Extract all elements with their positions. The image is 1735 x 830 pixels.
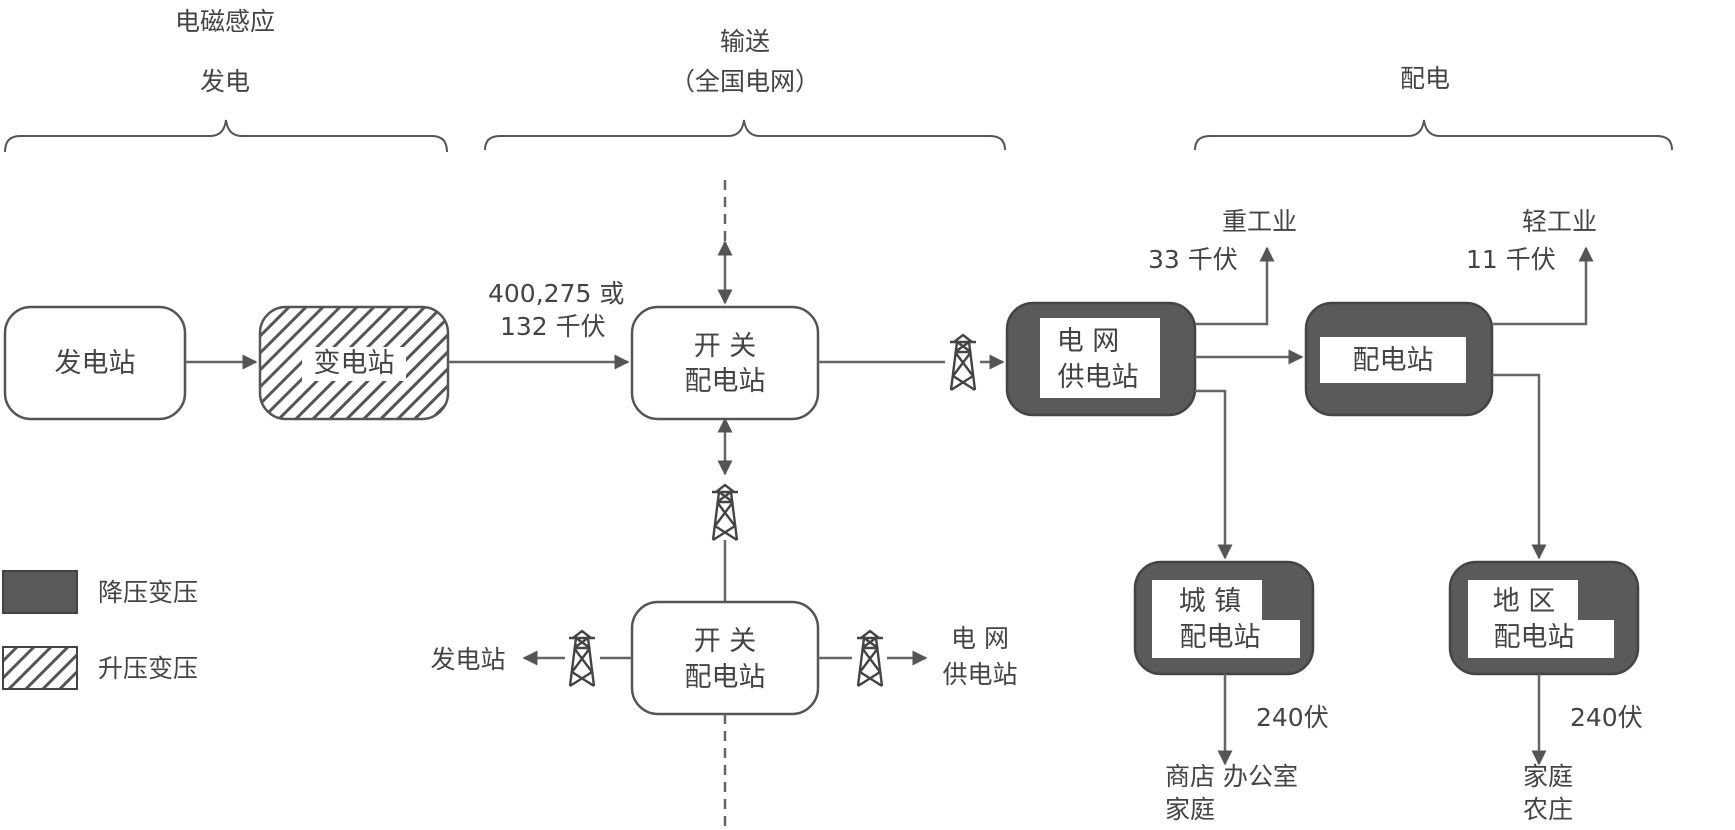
generation-brace: [4, 119, 448, 153]
right-grid-line1: 电 网: [951, 624, 1009, 653]
grid-station-label-bg: [1040, 318, 1160, 398]
switching-top-line2: 配电站: [685, 366, 766, 397]
town-consumers-line2: 家庭: [1165, 795, 1215, 824]
distribution-brace: [1194, 119, 1673, 151]
vertical-tower-icon: [710, 483, 740, 542]
area-label-bg: [1468, 580, 1578, 658]
town-voltage-label: 240伏: [1256, 703, 1329, 732]
heavy-industry-label: 重工业: [1222, 207, 1297, 236]
arrow-light-industry: [1492, 246, 1594, 326]
area-label-bg-2: [1576, 620, 1614, 658]
grid-station-line2: 供电站: [1058, 362, 1139, 393]
substation-label-bg: [302, 347, 406, 381]
switching-bottom-line2: 配电站: [685, 662, 766, 693]
legend-step-up-swatch: [2, 646, 78, 690]
substation-label: 变电站: [314, 348, 395, 379]
heavy-voltage-label: 33 千伏: [1148, 245, 1238, 274]
legend-step-down-label: 降压变压: [98, 578, 198, 607]
legend-step-up-label: 升压变压: [98, 654, 198, 683]
stage-generation: 发电: [200, 67, 250, 96]
stage-transmission: 输送: [720, 27, 770, 56]
transmission-voltage-2: 132 千伏: [500, 312, 606, 341]
area-voltage-label: 240伏: [1570, 703, 1643, 732]
town-station-line2: 配电站: [1180, 622, 1261, 653]
stage-generation-top: 电磁感应: [175, 7, 275, 36]
power-station-label: 发电站: [55, 348, 136, 379]
light-industry-label: 轻工业: [1522, 207, 1597, 236]
right-grid-line2: 供电站: [942, 660, 1017, 689]
area-consumers-line1: 家庭: [1523, 762, 1573, 791]
arrow-grid-to-town: [1195, 389, 1233, 560]
switching-station-top-box: [630, 305, 820, 421]
switching-station-bottom-box: [630, 600, 820, 716]
transmission-voltage-1: 400,275 或: [488, 279, 624, 308]
area-station-line2: 配电站: [1494, 622, 1575, 653]
transmission-tower-icon: [948, 333, 978, 392]
legend-step-down-swatch: [2, 570, 78, 614]
town-label-bg: [1152, 580, 1262, 658]
grid-station-line1: 电 网: [1057, 326, 1120, 357]
switching-bottom-line1: 开 关: [694, 626, 757, 657]
right-tower-icon: [855, 629, 885, 688]
stage-distribution: 配电: [1400, 64, 1450, 93]
distribution-station-label: 配电站: [1353, 345, 1434, 376]
switching-top-line1: 开 关: [694, 331, 757, 362]
light-voltage-label: 11 千伏: [1466, 245, 1556, 274]
left-power-station-label: 发电站: [430, 645, 505, 674]
stage-transmission-sub: （全国电网）: [670, 67, 820, 96]
left-tower-icon: [567, 629, 597, 688]
town-consumers-line1: 商店 办公室: [1165, 762, 1298, 791]
arrow-heavy-industry: [1195, 246, 1275, 326]
area-station-line1: 地 区: [1493, 586, 1556, 617]
distribution-label-bg: [1320, 337, 1466, 383]
transmission-brace: [484, 119, 1006, 151]
arrow-distribution-to-area: [1492, 373, 1547, 560]
area-consumers-line2: 农庄: [1523, 795, 1573, 824]
town-station-line1: 城 镇: [1179, 586, 1242, 617]
town-label-bg-2: [1260, 620, 1300, 658]
